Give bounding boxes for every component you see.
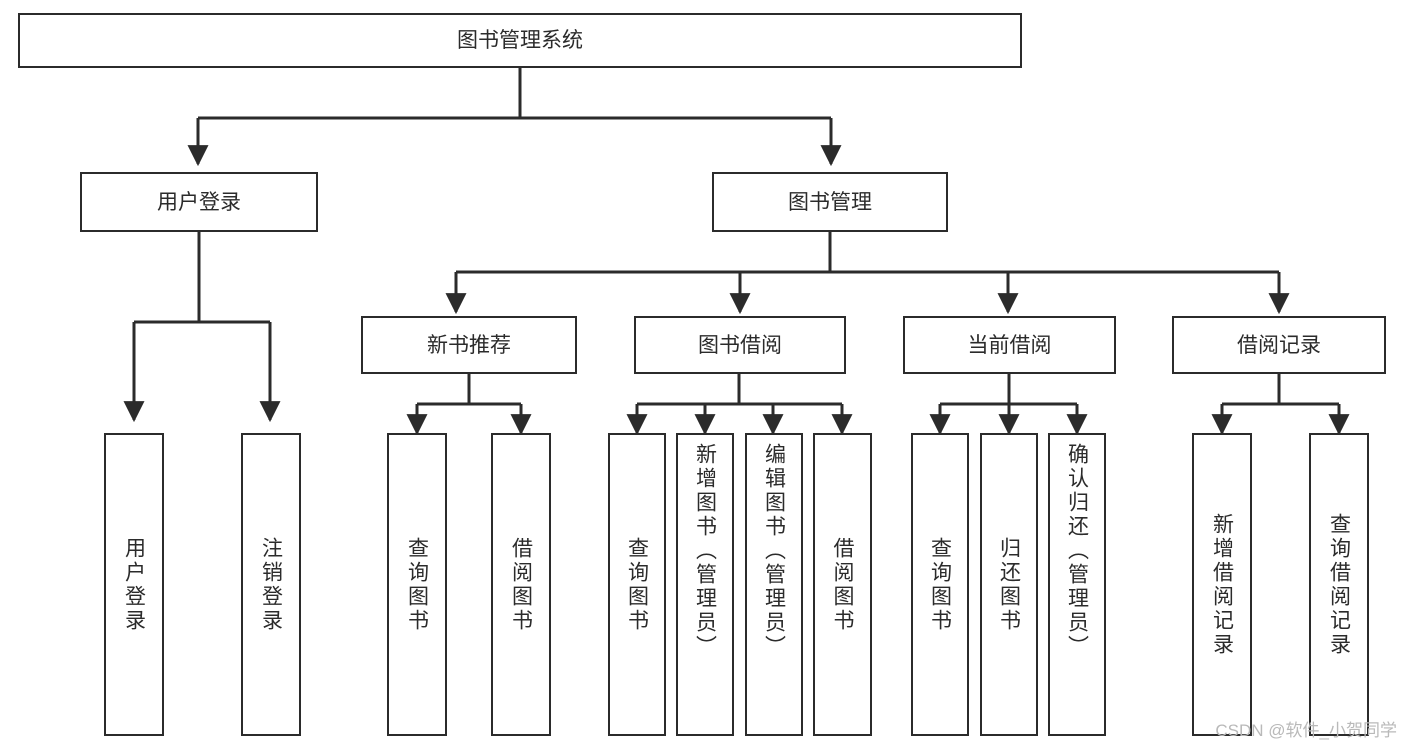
- leaf-label: 注销登录: [259, 536, 283, 633]
- node-book-borrow-label: 图书借阅: [698, 333, 782, 357]
- leaf-current-borrow-return-book[interactable]: 归还图书: [980, 433, 1038, 736]
- leaf-user-login-logout[interactable]: 注销登录: [241, 433, 301, 736]
- leaf-label: 编辑图书（管理员）: [762, 443, 786, 659]
- leaf-label: 查询图书: [928, 536, 952, 633]
- leaf-label: 确认归还（管理员）: [1065, 443, 1089, 659]
- leaf-current-borrow-confirm-return-admin[interactable]: 确认归还（管理员）: [1048, 433, 1106, 736]
- leaf-current-borrow-query-book[interactable]: 查询图书: [911, 433, 969, 736]
- node-new-book-recommend-label: 新书推荐: [427, 333, 511, 357]
- node-borrow-record-label: 借阅记录: [1237, 333, 1321, 357]
- leaf-book-borrow-borrow-book[interactable]: 借阅图书: [813, 433, 872, 736]
- leaf-label: 查询图书: [625, 536, 649, 633]
- leaf-label: 归还图书: [997, 536, 1021, 633]
- node-borrow-record[interactable]: 借阅记录: [1172, 316, 1386, 374]
- leaf-label: 查询图书: [405, 536, 429, 633]
- node-book-management-label: 图书管理: [788, 190, 872, 214]
- leaf-new-book-query-book[interactable]: 查询图书: [387, 433, 447, 736]
- node-user-login[interactable]: 用户登录: [80, 172, 318, 232]
- leaf-label: 新增借阅记录: [1210, 512, 1234, 657]
- leaf-book-borrow-edit-book-admin[interactable]: 编辑图书（管理员）: [745, 433, 803, 736]
- leaf-book-borrow-add-book-admin[interactable]: 新增图书（管理员）: [676, 433, 734, 736]
- leaf-label: 查询借阅记录: [1327, 512, 1351, 657]
- leaf-label: 借阅图书: [831, 536, 854, 633]
- node-current-borrow[interactable]: 当前借阅: [903, 316, 1116, 374]
- leaf-borrow-record-add-record[interactable]: 新增借阅记录: [1192, 433, 1252, 736]
- leaf-label: 借阅图书: [509, 536, 533, 633]
- leaf-label: 新增图书（管理员）: [693, 443, 717, 659]
- node-new-book-recommend[interactable]: 新书推荐: [361, 316, 577, 374]
- node-user-login-label: 用户登录: [157, 190, 241, 214]
- leaf-book-borrow-query-book[interactable]: 查询图书: [608, 433, 666, 736]
- node-current-borrow-label: 当前借阅: [967, 333, 1052, 357]
- leaf-user-login-login[interactable]: 用户登录: [104, 433, 164, 736]
- node-book-borrow[interactable]: 图书借阅: [634, 316, 846, 374]
- watermark: CSDN @软件_小贺同学: [1215, 721, 1397, 740]
- node-book-management[interactable]: 图书管理: [712, 172, 948, 232]
- leaf-label: 用户登录: [122, 536, 146, 633]
- leaf-borrow-record-query-record[interactable]: 查询借阅记录: [1309, 433, 1369, 736]
- node-root[interactable]: 图书管理系统: [18, 13, 1022, 68]
- node-root-label: 图书管理系统: [457, 29, 583, 52]
- leaf-new-book-borrow-book[interactable]: 借阅图书: [491, 433, 551, 736]
